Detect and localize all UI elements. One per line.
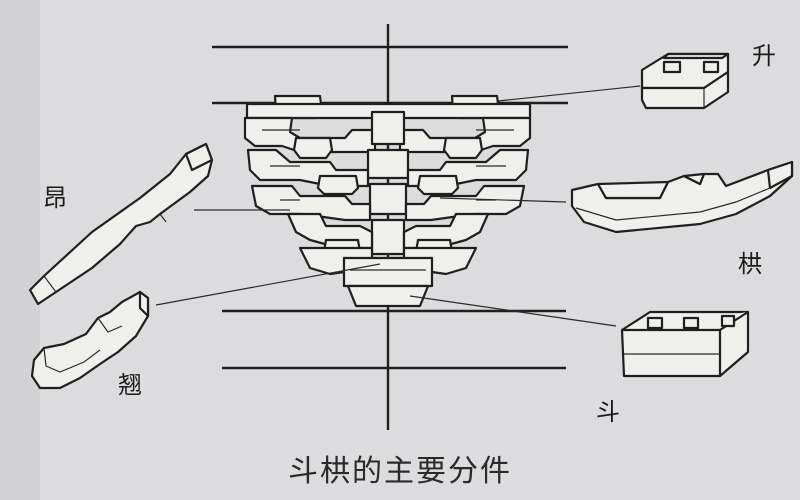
- label-sheng: 升: [752, 42, 776, 70]
- label-gong: 栱: [738, 250, 762, 278]
- label-dou: 斗: [596, 398, 620, 426]
- sheng-part-drawing: [640, 52, 730, 110]
- dougong-assembly: [243, 94, 532, 308]
- gong-part-drawing: [570, 160, 794, 234]
- leader-line-dou: [409, 295, 617, 327]
- leader-line-qiao: [155, 263, 381, 306]
- dou-part-drawing: [620, 310, 750, 378]
- label-ang: 昂: [43, 184, 67, 212]
- leader-line-gong: [439, 197, 567, 203]
- ang-part-drawing: [28, 142, 214, 306]
- diagram-caption: 斗栱的主要分件: [288, 454, 512, 489]
- page-edge-shadow: [0, 0, 40, 500]
- qiao-part-drawing: [30, 290, 150, 390]
- label-qiao: 翘: [118, 371, 142, 399]
- leader-line-sheng: [497, 85, 641, 102]
